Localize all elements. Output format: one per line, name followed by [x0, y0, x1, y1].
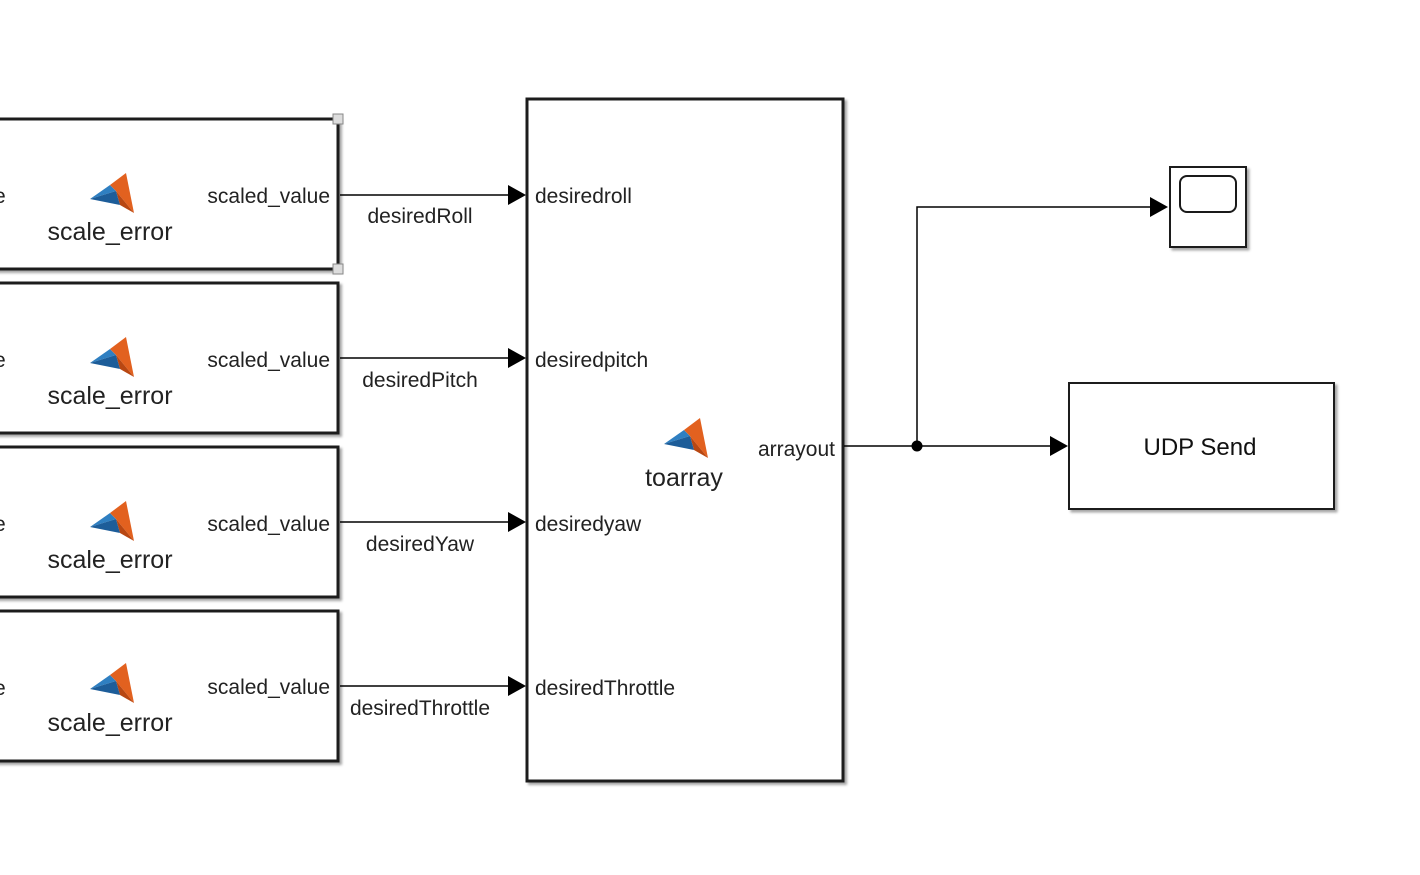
- arrowhead: [508, 512, 526, 532]
- block-name: scale_error: [47, 546, 172, 574]
- input-port-label: e: [0, 677, 6, 700]
- arrowhead: [508, 348, 526, 368]
- signal-line-to-scope[interactable]: [916, 206, 1152, 446]
- output-port-arrayout: arrayout: [758, 438, 835, 461]
- block-name: scale_error: [47, 218, 172, 246]
- scale-error-block-2[interactable]: e scale_error scaled_value: [0, 281, 340, 435]
- arrowhead: [508, 185, 526, 205]
- selection-handle-top[interactable]: [332, 113, 344, 125]
- block-body: [0, 117, 340, 271]
- signal-label[interactable]: desiredPitch: [362, 369, 478, 392]
- output-port-label: scaled_value: [207, 676, 330, 699]
- arrowhead: [1150, 197, 1168, 217]
- output-port-label: scaled_value: [207, 513, 330, 536]
- signal-label[interactable]: desiredThrottle: [350, 697, 490, 720]
- output-port-label: scaled_value: [207, 349, 330, 372]
- output-port-label: scaled_value: [207, 185, 330, 208]
- arrowhead: [1050, 436, 1068, 456]
- scale-error-block-3[interactable]: e scale_error scaled_value: [0, 445, 340, 599]
- block-body: [0, 609, 340, 763]
- input-port-label: e: [0, 513, 6, 536]
- udp-send-label: UDP Send: [1144, 434, 1257, 461]
- input-port-label: e: [0, 185, 6, 208]
- block-body: [0, 281, 340, 435]
- signal-desiredPitch[interactable]: desiredPitch: [340, 348, 526, 392]
- signal-arrayout[interactable]: [844, 197, 1168, 456]
- signal-desiredYaw[interactable]: desiredYaw: [340, 512, 526, 556]
- block-name: scale_error: [47, 709, 172, 737]
- toarray-block[interactable]: desiredroll desiredpitch desiredyaw desi…: [525, 97, 845, 783]
- signal-label[interactable]: desiredRoll: [367, 205, 472, 228]
- input-port-label: e: [0, 349, 6, 372]
- arrowhead: [508, 676, 526, 696]
- branch-point: [911, 440, 923, 452]
- scope-block[interactable]: [1169, 166, 1247, 248]
- input-port-desiredpitch: desiredpitch: [535, 349, 648, 372]
- block-body: [1068, 382, 1335, 510]
- scale-error-block-4[interactable]: e scale_error scaled_value: [0, 609, 340, 763]
- input-port-desiredroll: desiredroll: [535, 185, 632, 208]
- signal-desiredThrottle[interactable]: desiredThrottle: [340, 676, 526, 720]
- signal-label[interactable]: desiredYaw: [366, 533, 475, 556]
- block-name: toarray: [645, 464, 723, 492]
- selection-handle-bottom[interactable]: [332, 263, 344, 275]
- input-port-desiredThrottle: desiredThrottle: [535, 677, 675, 700]
- scale-error-block-1[interactable]: e scale_error scaled_value: [0, 113, 344, 275]
- block-name: scale_error: [47, 382, 172, 410]
- scope-icon: [1179, 175, 1237, 213]
- block-body: [0, 445, 340, 599]
- signal-desiredRoll[interactable]: desiredRoll: [340, 185, 526, 228]
- input-port-desiredyaw: desiredyaw: [535, 513, 642, 536]
- udp-send-block[interactable]: UDP Send: [1068, 382, 1335, 510]
